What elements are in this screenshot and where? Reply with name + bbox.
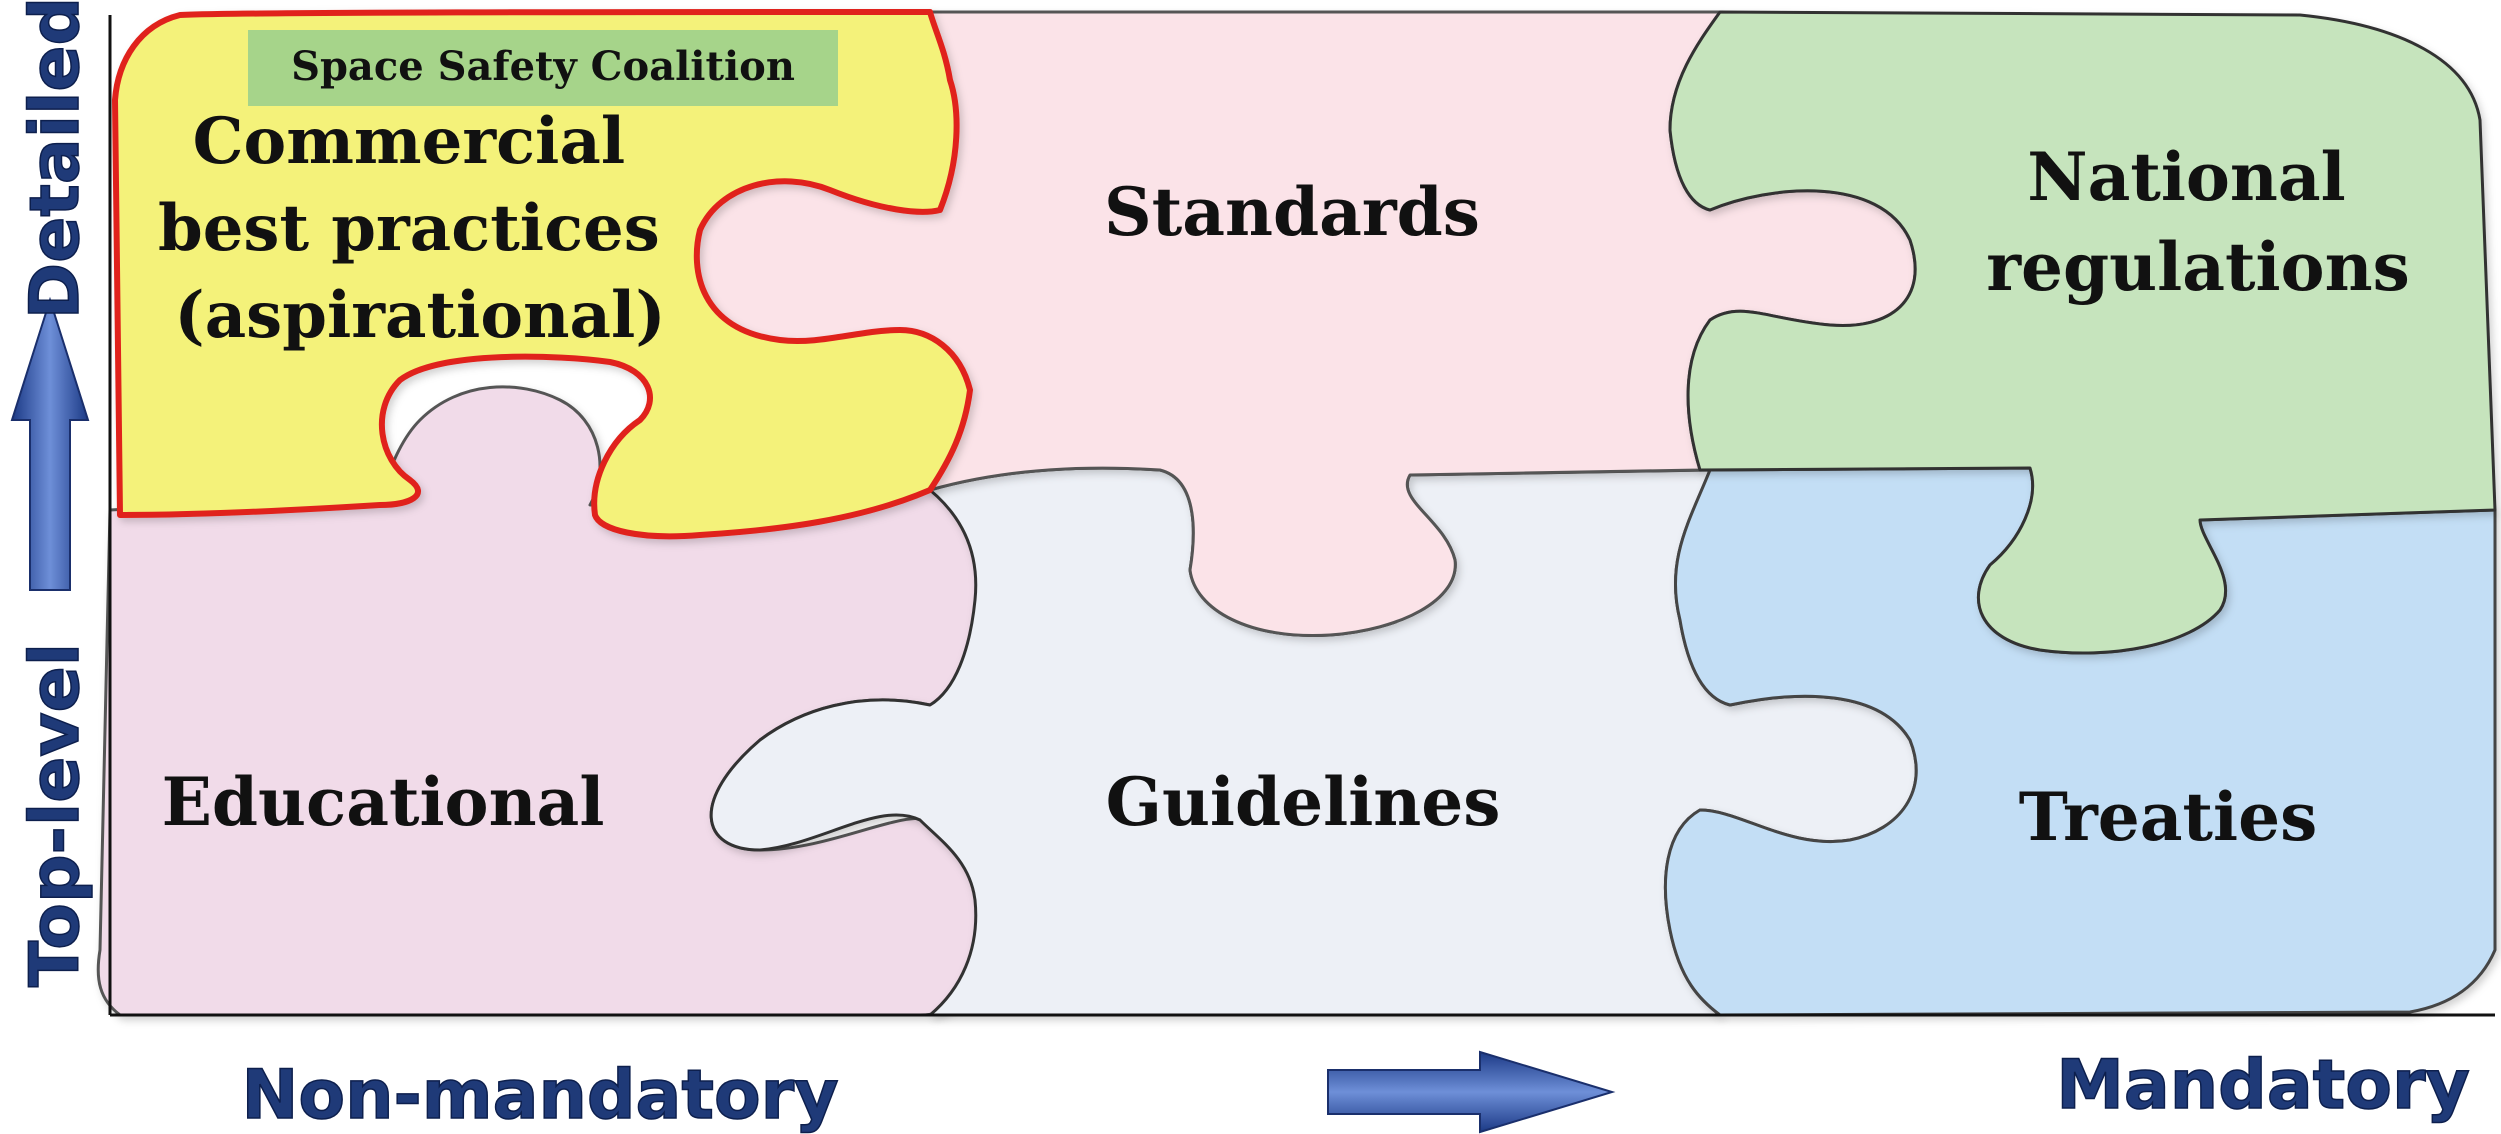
- coalition-badge-text: Space Safety Coalition: [291, 43, 795, 90]
- label-national: National regulations: [1986, 138, 2409, 306]
- y-axis-top-label: Detailed: [16, 0, 95, 319]
- y-axis-bottom-label: Top-level: [16, 643, 95, 987]
- piece-national: [1668, 10, 2497, 655]
- label-commercial: Commercial best practices (aspirational): [158, 104, 682, 353]
- piece-commercial: [112, 9, 973, 540]
- coalition-badge: Space Safety Coalition: [248, 30, 838, 106]
- label-standards: Standards: [1104, 173, 1480, 251]
- label-educational: Educational: [162, 763, 605, 841]
- label-guidelines: Guidelines: [1106, 763, 1501, 841]
- label-treaties: Treaties: [2019, 778, 2318, 856]
- x-axis-right-label: Mandatory: [2056, 1046, 2470, 1125]
- up-arrow-icon: [10, 296, 90, 591]
- x-axis-left-label: Non-mandatory: [241, 1056, 838, 1134]
- right-arrow-icon: [1327, 1050, 1616, 1134]
